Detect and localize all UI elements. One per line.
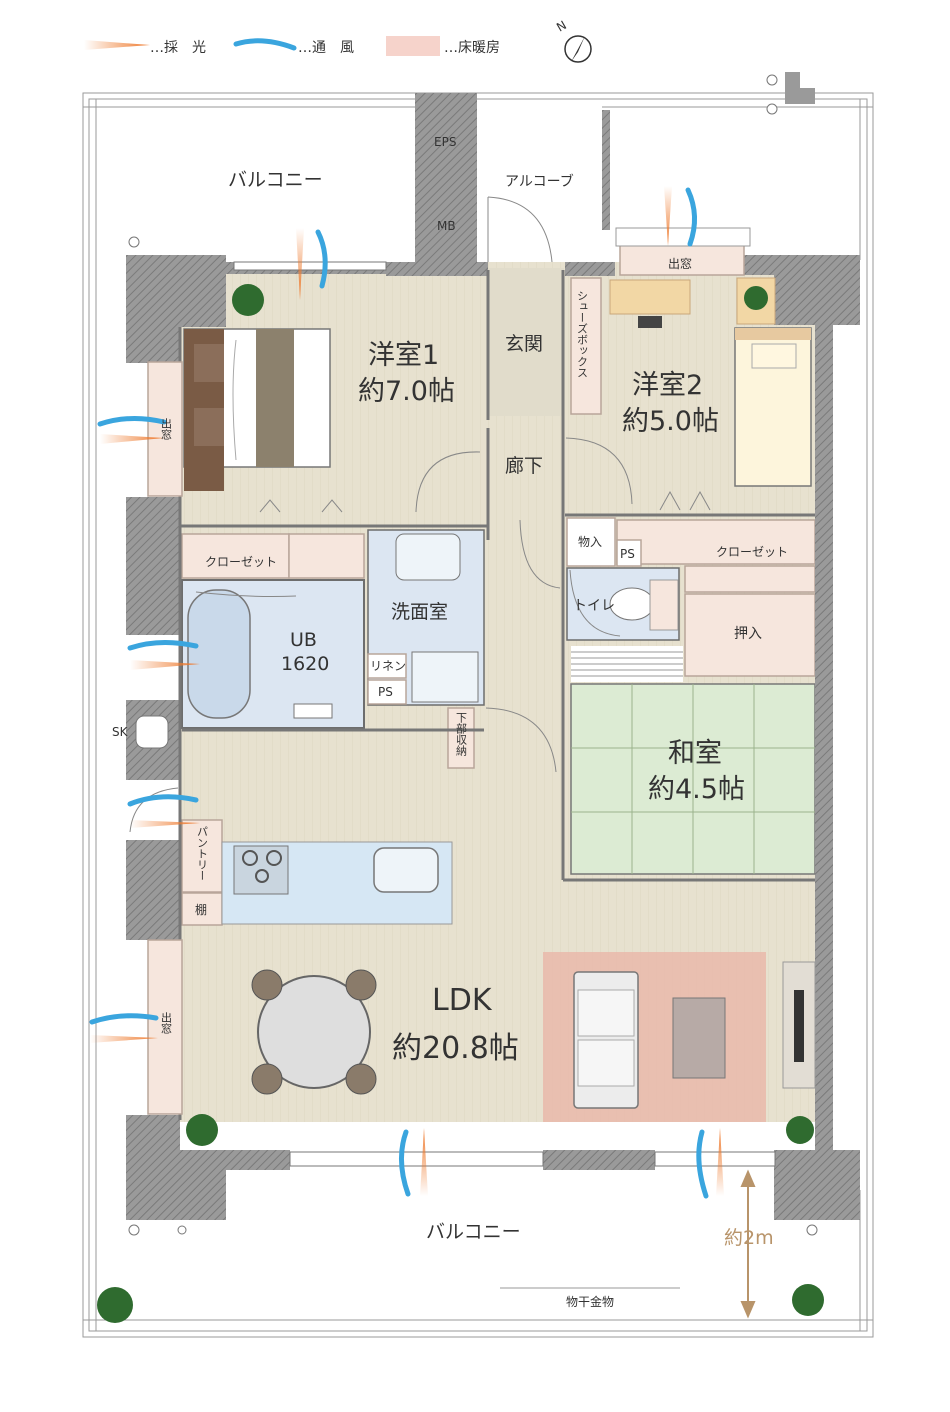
balcony-top-label: バルコニー xyxy=(228,169,323,191)
bay-window-top-label: 出窓 xyxy=(668,256,692,271)
windows xyxy=(233,261,776,1167)
light-arrow-icon xyxy=(130,660,200,670)
western-room-1-name: 洋室1 xyxy=(368,340,439,371)
compass: N xyxy=(554,18,592,63)
western-room-2-name: 洋室2 xyxy=(632,370,703,401)
tv-board xyxy=(782,961,816,1089)
bathtub xyxy=(187,589,333,719)
japanese-room-tatami xyxy=(570,646,816,875)
walls xyxy=(126,93,860,1220)
double-bed xyxy=(183,328,331,491)
mb-label: MB xyxy=(437,219,456,233)
shelf-label: 棚 xyxy=(195,902,207,917)
ldk-name: LDK xyxy=(432,983,493,1018)
entrance-label: 玄関 xyxy=(505,333,543,355)
bay-window-ldk-label: 出窓 xyxy=(160,1011,173,1034)
western-room-2-size: 約5.0帖 xyxy=(622,406,719,437)
ps-lower-label: PS xyxy=(378,685,393,699)
pantry-label: パントリー xyxy=(196,826,209,881)
oshiire-label: 押入 xyxy=(734,626,762,642)
light-arrow-icon xyxy=(84,40,150,50)
kitchen-sink-icon xyxy=(373,847,439,893)
storage-boxes xyxy=(181,277,816,926)
stove-icon xyxy=(233,845,289,895)
partitions xyxy=(178,270,815,1120)
wind-arrow-icon xyxy=(127,639,199,651)
washing-machine xyxy=(411,651,479,703)
under-storage-label: 下部収納 xyxy=(455,712,468,757)
light-arrow-icon xyxy=(100,434,164,444)
ldk-size: 約20.8帖 xyxy=(392,1031,519,1066)
light-arrow-icon xyxy=(716,1128,724,1196)
balcony-bottom-label: バルコニー xyxy=(426,1221,521,1243)
wind-arrow-icon xyxy=(97,415,167,427)
ps-upper-label: PS xyxy=(620,547,635,561)
closet-1-label: クローゼット xyxy=(205,555,277,569)
japanese-room-size: 約4.5帖 xyxy=(648,774,745,805)
closet-2-label: クローゼット xyxy=(716,545,788,559)
washroom-label: 洗面室 xyxy=(391,601,448,623)
legend-wind-label: …通 風 xyxy=(298,40,354,56)
floor-heating-swatch xyxy=(386,36,440,56)
wind-arrow-icon xyxy=(398,1129,411,1197)
hallway-label: 廊下 xyxy=(505,455,543,477)
service-sink xyxy=(135,715,169,749)
toilet-label: トイレ xyxy=(573,598,615,614)
light-arrow-icon xyxy=(664,186,672,246)
wash-basin xyxy=(395,533,461,581)
room-labels: バルコニー EPS MB アルコーブ 出窓 洋室1 約7.0帖 玄関 シューズボ… xyxy=(112,135,788,1309)
bay-windows xyxy=(147,244,745,1115)
sofa-set xyxy=(573,971,726,1109)
legend: …採 光 …通 風 …床暖房 xyxy=(84,36,500,56)
balcony-railing xyxy=(82,92,874,1338)
ub-size-label: 1620 xyxy=(281,653,329,675)
compass-ring-icon xyxy=(564,35,592,63)
wind-arrow-icon xyxy=(127,794,199,807)
balcony-corner-post xyxy=(785,72,815,104)
single-bed xyxy=(734,327,812,487)
wind-arrow-icon xyxy=(89,1013,159,1025)
compass-needle-icon xyxy=(571,36,585,62)
toilet-icon xyxy=(609,579,679,631)
eps-label: EPS xyxy=(434,135,456,149)
linen-label: リネン xyxy=(370,659,406,673)
balcony-depth-label: 約2m xyxy=(724,1227,774,1249)
legend-floor-heating-label: …床暖房 xyxy=(444,40,500,56)
bay-window-left-label: 出窓 xyxy=(160,417,173,440)
wind-arrow-icon xyxy=(685,187,697,247)
balcony-depth-dimension xyxy=(740,1169,756,1319)
light-arrow-icon xyxy=(420,1128,428,1196)
wind-arrow-icon xyxy=(696,1129,709,1199)
wind-arrow-icon xyxy=(233,38,297,51)
dining-set xyxy=(251,969,377,1095)
western-room-1-size: 約7.0帖 xyxy=(358,376,455,407)
light-arrow-icon xyxy=(130,820,200,828)
shoe-box-label: シューズボックス xyxy=(576,290,589,378)
plant-icons xyxy=(97,284,824,1323)
ub-label: UB xyxy=(290,629,317,651)
storage-label: 物入 xyxy=(578,535,602,549)
entrance-floor xyxy=(488,268,564,416)
japanese-room-name: 和室 xyxy=(668,738,722,769)
compass-north-label: N xyxy=(554,18,569,35)
legend-light-label: …採 光 xyxy=(150,40,206,56)
light-arrow-icon xyxy=(296,228,304,300)
clothes-hanger-label: 物干金物 xyxy=(566,1294,614,1309)
wind-arrow-icon xyxy=(315,229,328,289)
wind-arrows xyxy=(89,187,709,1199)
light-arrows xyxy=(90,186,724,1196)
bay-window-top-frame xyxy=(615,227,751,247)
light-arrow-icon xyxy=(90,1035,158,1043)
alcove-label: アルコーブ xyxy=(505,173,574,190)
alcove-floor xyxy=(478,100,602,262)
sk-label: SK xyxy=(112,725,129,739)
desk xyxy=(609,279,691,328)
